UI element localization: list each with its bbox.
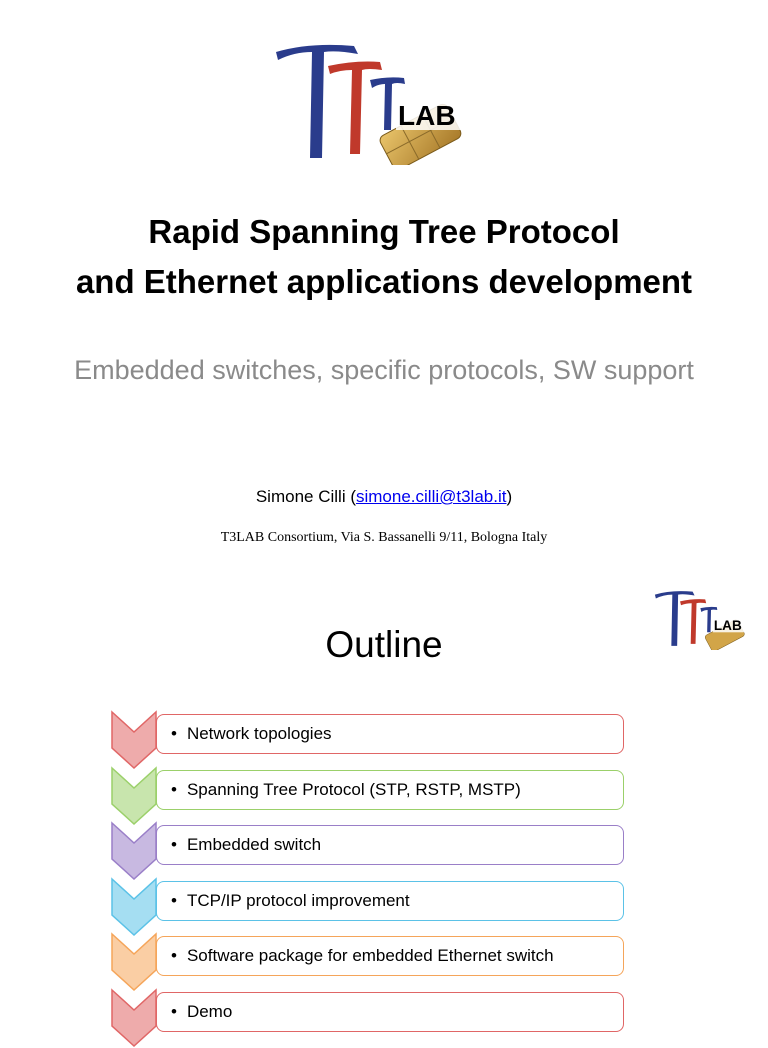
chevron-down-icon — [111, 932, 157, 992]
outline-item-label: Network topologies — [171, 715, 332, 753]
outline-item-box: Spanning Tree Protocol (STP, RSTP, MSTP) — [156, 769, 624, 810]
logo-text: LAB — [398, 100, 456, 131]
outline-item-box: TCP/IP protocol improvement — [156, 880, 624, 921]
chevron-down-icon — [111, 876, 157, 936]
t3lab-logo-icon: LAB — [276, 44, 472, 165]
outline-item-label: TCP/IP protocol improvement — [171, 882, 410, 920]
author-email-link[interactable]: simone.cilli@t3lab.it — [355, 487, 507, 506]
outline-item: Software package for embedded Ethernet s… — [110, 932, 630, 992]
author-line: Simone Cilli (simone.cilli@t3lab.it) — [0, 487, 768, 507]
outline-title: Outline — [325, 624, 443, 665]
slide-subtitle: Embedded switches, specific protocols, S… — [74, 355, 694, 385]
logo-small-text: LAB — [714, 618, 742, 633]
outline-item: Network topologies — [110, 710, 630, 770]
outline-item-label: Spanning Tree Protocol (STP, RSTP, MSTP) — [171, 771, 521, 809]
outline-item-label: Software package for embedded Ethernet s… — [171, 937, 554, 975]
title-slide: LAB Rapid Spanning Tree Protocol and Eth… — [0, 44, 768, 545]
outline-item: TCP/IP protocol improvement — [110, 876, 630, 936]
outline-item: Embedded switch — [110, 821, 630, 881]
outline-item-box: Software package for embedded Ethernet s… — [156, 936, 624, 976]
slide-title-line2: and Ethernet applications development — [75, 263, 693, 300]
outline-item: Demo — [110, 987, 630, 1047]
outline-item-box: Network topologies — [156, 714, 624, 754]
outline-item-label: Embedded switch — [171, 826, 321, 864]
chevron-down-icon — [111, 765, 157, 825]
chevron-down-icon — [111, 821, 157, 881]
author-name: Simone Cilli ( — [255, 487, 356, 506]
outline-slide: LAB Outline Network topologiesSpanning T… — [0, 580, 768, 1047]
outline-item-box: Embedded switch — [156, 825, 624, 865]
chevron-down-icon — [111, 710, 157, 770]
outline-item: Spanning Tree Protocol (STP, RSTP, MSTP) — [110, 765, 630, 825]
chevron-down-icon — [111, 987, 157, 1047]
slide-title-line1: Rapid Spanning Tree Protocol — [148, 213, 620, 250]
outline-item-box: Demo — [156, 991, 624, 1032]
t3lab-logo-small-icon: LAB — [654, 591, 750, 650]
author-close: ) — [506, 487, 513, 506]
affiliation: T3LAB Consortium, Via S. Bassanelli 9/11… — [220, 530, 548, 545]
outline-item-label: Demo — [171, 993, 232, 1031]
